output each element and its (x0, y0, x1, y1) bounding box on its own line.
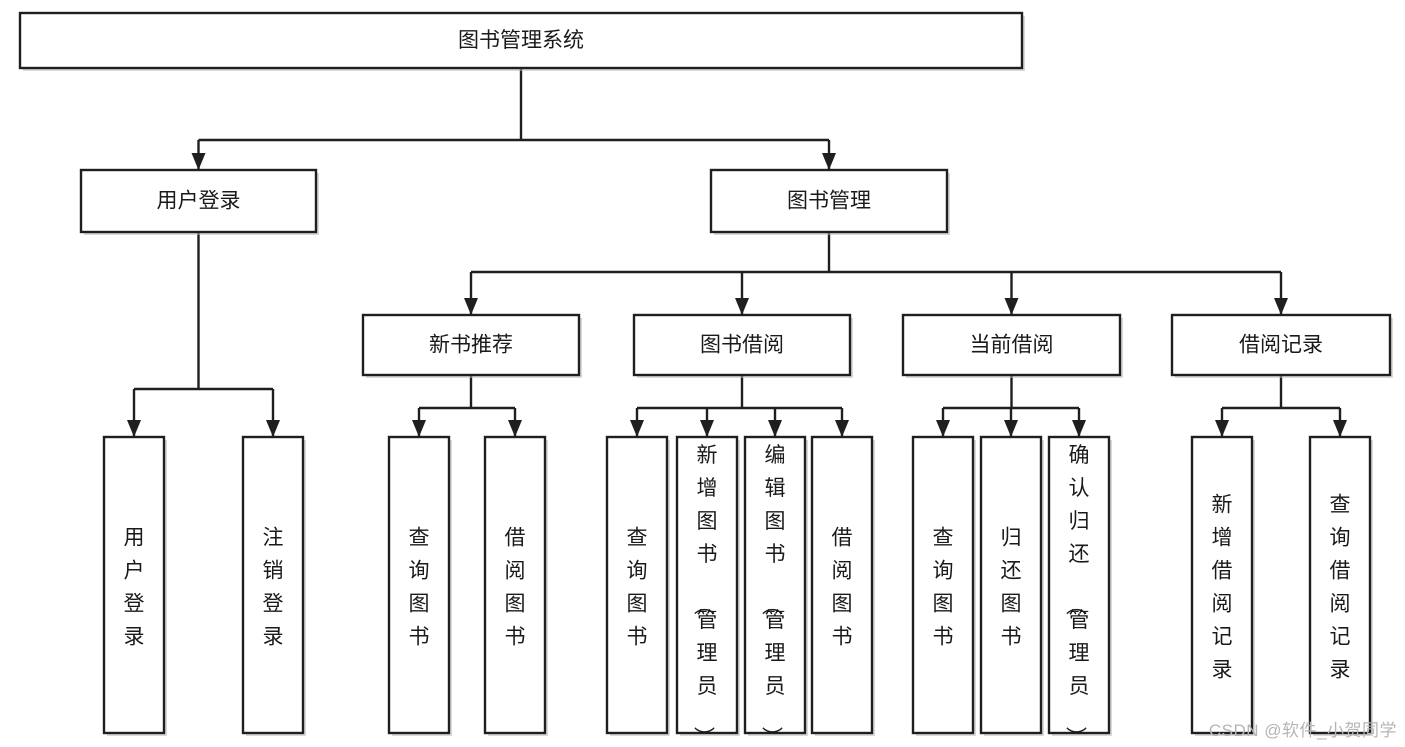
node-label: 新书推荐 (429, 334, 513, 357)
node-rect (1308, 435, 1372, 735)
node-rect (361, 313, 581, 377)
node-user-login[interactable]: 用户登录 (79, 168, 319, 235)
node-label: 查询图书 (627, 527, 648, 649)
arrow-head-icon (768, 420, 782, 437)
node-label: 查询图书 (933, 527, 954, 649)
node-rect (241, 435, 305, 735)
node-leaf-add-book-admin[interactable]: 新增图书（管理员） (675, 435, 740, 747)
node-leaf-rec-borrow-book[interactable]: 借阅图书 (483, 435, 548, 736)
arrow-head-icon (191, 153, 206, 170)
node-rect (79, 168, 318, 234)
node-label: 图书管理系统 (458, 29, 584, 52)
node-leaf-query-borrow-record[interactable]: 查询借阅记录 (1308, 435, 1373, 736)
arrow-head-icon (835, 420, 849, 437)
node-book-borrow[interactable]: 图书借阅 (632, 313, 853, 378)
node-book-manage[interactable]: 图书管理 (709, 168, 950, 235)
arrow-head-icon (735, 298, 749, 315)
node-label: 用户登录 (157, 190, 241, 213)
arrow-head-icon (1333, 420, 1347, 437)
node-borrow-record[interactable]: 借阅记录 (1170, 313, 1393, 378)
node-rect (483, 435, 547, 735)
nodes-layer: 图书管理系统用户登录图书管理新书推荐图书借阅当前借阅借阅记录用户登录注销登录查询… (18, 11, 1393, 747)
arrow-head-icon (1004, 420, 1018, 437)
node-leaf-confirm-return-admin[interactable]: 确认归还（管理员） (1047, 435, 1112, 747)
node-label: 归还图书 (1001, 527, 1022, 649)
node-rect (810, 435, 874, 735)
node-rect (18, 11, 1024, 70)
node-leaf-edit-book-admin[interactable]: 编辑图书（管理员） (743, 435, 808, 747)
node-leaf-rec-query-book[interactable]: 查询图书 (387, 435, 452, 736)
connectors-layer (127, 68, 1347, 437)
node-rect (979, 435, 1043, 735)
arrow-head-icon (822, 153, 836, 170)
node-label: 编辑图书（管理员） (760, 444, 786, 747)
arrow-head-icon (1215, 420, 1229, 437)
node-label: 图书管理 (787, 190, 871, 213)
node-current-borrow[interactable]: 当前借阅 (901, 313, 1123, 378)
node-rect (632, 313, 852, 377)
node-label: 注销登录 (263, 527, 284, 649)
node-rect (605, 435, 669, 735)
arrow-head-icon (1072, 420, 1086, 437)
arrow-head-icon (412, 420, 426, 437)
node-leaf-return-book[interactable]: 归还图书 (979, 435, 1044, 736)
node-label: 查询借阅记录 (1330, 494, 1351, 682)
node-leaf-logout-login[interactable]: 注销登录 (241, 435, 306, 736)
node-label: 借阅图书 (505, 527, 526, 649)
node-leaf-user-login[interactable]: 用户登录 (102, 435, 167, 736)
node-leaf-cur-query-book[interactable]: 查询图书 (911, 435, 976, 736)
arrow-head-icon (700, 420, 714, 437)
node-rect (709, 168, 949, 234)
node-rect (911, 435, 975, 735)
node-label: 用户登录 (124, 527, 145, 649)
node-rect (1170, 313, 1392, 377)
arrow-head-icon (266, 420, 280, 437)
watermark-label: CSDN @软件_小贺同学 (1208, 721, 1397, 740)
arrow-head-icon (936, 420, 950, 437)
node-label: 新增借阅记录 (1212, 494, 1233, 682)
node-rect (102, 435, 166, 735)
node-label: 借阅记录 (1239, 334, 1323, 357)
arrow-head-icon (464, 298, 478, 315)
arrow-head-icon (127, 420, 141, 437)
arrow-head-icon (1274, 298, 1288, 315)
node-label: 借阅图书 (832, 527, 853, 649)
node-label: 确认归还（管理员） (1064, 444, 1090, 747)
node-root-root[interactable]: 图书管理系统 (18, 11, 1025, 71)
node-leaf-borrow-query-book[interactable]: 查询图书 (605, 435, 670, 736)
node-rect (1190, 435, 1254, 735)
node-new-book-rec[interactable]: 新书推荐 (361, 313, 582, 378)
node-rect (901, 313, 1122, 377)
arrow-head-icon (630, 420, 644, 437)
node-rect (675, 435, 739, 735)
node-leaf-borrow-book[interactable]: 借阅图书 (810, 435, 875, 736)
node-label: 图书借阅 (700, 334, 784, 357)
node-label: 新增图书（管理员） (692, 444, 718, 747)
node-rect (387, 435, 451, 735)
node-rect (743, 435, 807, 735)
node-leaf-add-borrow-record[interactable]: 新增借阅记录 (1190, 435, 1255, 736)
node-rect (1047, 435, 1111, 735)
arrow-head-icon (508, 420, 522, 437)
arrow-head-icon (1004, 298, 1019, 315)
node-label: 当前借阅 (970, 334, 1054, 357)
node-label: 查询图书 (409, 527, 430, 649)
